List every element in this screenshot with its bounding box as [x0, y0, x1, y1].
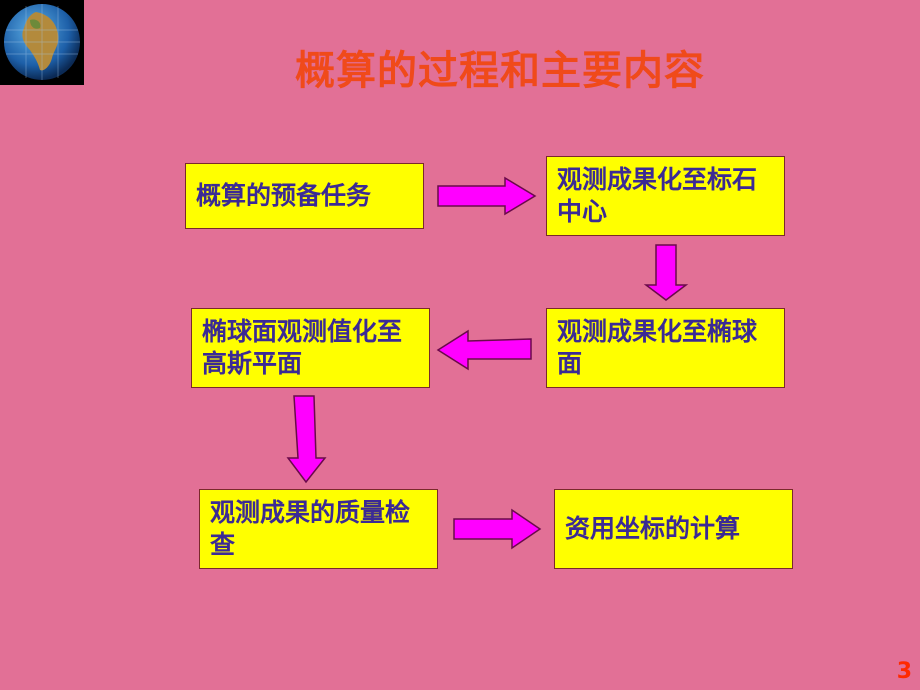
arrow-right-1 — [437, 176, 537, 216]
flow-box-label: 观测成果化至椭球面 — [557, 317, 758, 378]
flow-box-ellipsoid-to-gauss-plane: 椭球面观测值化至高斯平面 — [191, 308, 430, 388]
arrow-down-1 — [643, 244, 689, 301]
flow-box-label: 观测成果的质量检查 — [210, 498, 411, 559]
flow-box-reduce-to-ellipsoid: 观测成果化至椭球面 — [546, 308, 785, 388]
arrow-down-2 — [286, 395, 327, 484]
arrow-right-2 — [453, 508, 542, 550]
flow-box-preparation: 概算的预备任务 — [185, 163, 424, 229]
globe-icon — [0, 0, 84, 85]
flow-box-label: 概算的预备任务 — [196, 181, 372, 210]
page-number: 3 — [896, 659, 912, 684]
flow-box-label: 椭球面观测值化至高斯平面 — [202, 317, 403, 378]
flow-box-label: 资用坐标的计算 — [565, 514, 741, 543]
flow-box-reduce-to-mark-center: 观测成果化至标石中心 — [546, 156, 785, 236]
arrow-left-1 — [436, 329, 532, 371]
flow-box-quality-check: 观测成果的质量检查 — [199, 489, 438, 569]
flow-box-label: 观测成果化至标石中心 — [557, 165, 758, 226]
flow-box-coordinate-calculation: 资用坐标的计算 — [554, 489, 793, 569]
slide-title: 概算的过程和主要内容 — [295, 48, 705, 94]
